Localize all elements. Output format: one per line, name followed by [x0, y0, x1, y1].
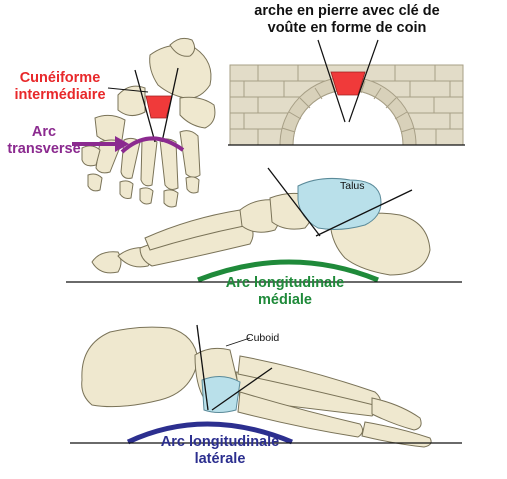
foot-lateral-illustration	[81, 326, 432, 448]
cuneiform-label-line1: Cunéiforme	[19, 70, 101, 86]
arch-title-line2: voûte en forme de coin	[267, 20, 427, 36]
foot-medial-illustration	[91, 192, 431, 276]
cuboid-bone	[201, 376, 241, 413]
cuneiform-label: Cunéiforme intermédiaire	[4, 70, 116, 104]
transverse-arch-curve	[120, 136, 185, 154]
lateral-arch-label: Arc longitudinale latérale	[140, 434, 300, 468]
stone-arch-illustration	[228, 39, 465, 146]
foot-dorsal-illustration	[81, 37, 216, 208]
talus-label: Talus	[340, 180, 365, 192]
medial-label-line2: médiale	[258, 292, 312, 308]
lateral-label-line1: Arc longitudinale	[160, 434, 280, 450]
transverse-label-line1: Arc	[31, 124, 57, 140]
medial-arch-curve	[197, 259, 379, 283]
transverse-label-line2: transverse	[7, 141, 81, 157]
medial-label-line1: Arc longitudinale	[225, 275, 345, 291]
transverse-arrow	[72, 136, 129, 152]
lateral-label-line2: latérale	[194, 451, 246, 467]
intermediate-cuneiform-wedge	[145, 95, 173, 119]
transverse-arch-label: Arc transverse	[4, 124, 84, 158]
lateral-arch-curve	[126, 421, 293, 445]
arch-title-line1: arche en pierre avec clé de	[254, 3, 440, 19]
cuboid-label: Cuboid	[246, 332, 280, 344]
medial-arch-label: Arc longitudinale médiale	[200, 275, 370, 309]
arch-title: arche en pierre avec clé de voûte en for…	[232, 3, 462, 37]
cuneiform-label-line2: intermédiaire	[14, 87, 106, 103]
talus-bone	[297, 178, 382, 230]
